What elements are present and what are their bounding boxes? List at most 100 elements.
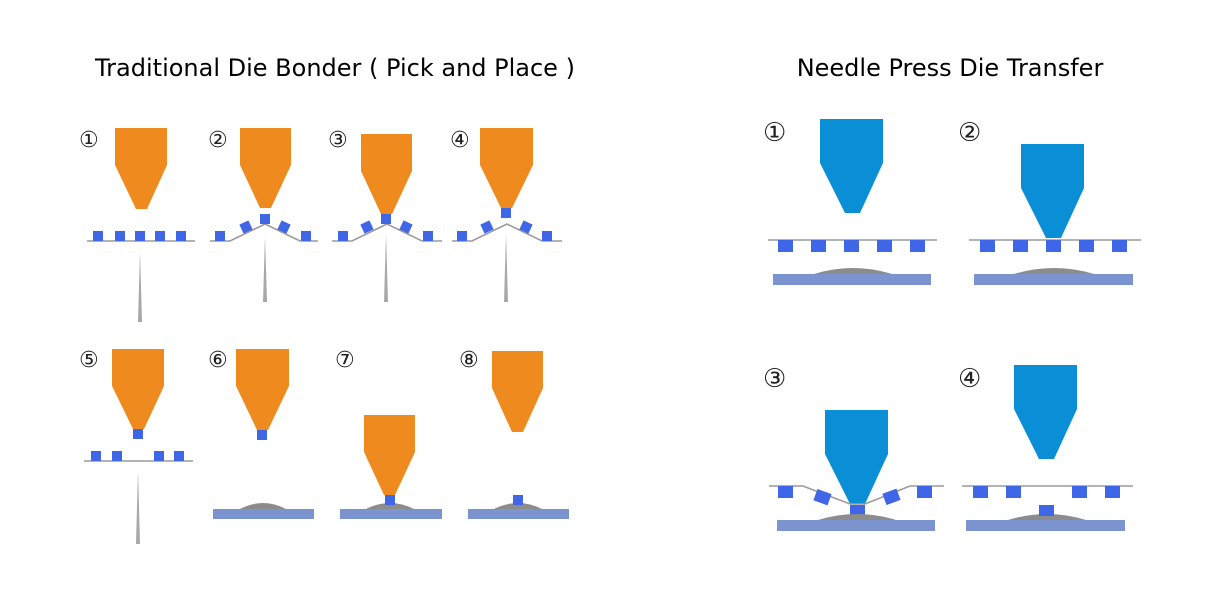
needle-press-title: Needle Press Die Transfer <box>797 54 1104 82</box>
die <box>215 231 225 241</box>
bond-nozzle <box>115 128 167 209</box>
die <box>239 220 253 234</box>
die <box>154 451 164 461</box>
needle-press-step-3: ③ <box>763 364 944 531</box>
die <box>1105 486 1120 498</box>
die <box>135 231 145 241</box>
traditional-step-4: ④ <box>450 128 562 302</box>
die <box>423 231 433 241</box>
die <box>93 231 103 241</box>
step-number-2: ② <box>208 128 228 153</box>
die <box>501 208 511 218</box>
traditional-step-3: ③ <box>328 128 442 302</box>
press-needle <box>1021 144 1084 238</box>
substrate <box>213 509 314 519</box>
die <box>1046 240 1061 252</box>
die <box>399 220 413 234</box>
step-number-1: ① <box>79 128 99 153</box>
die <box>882 488 901 506</box>
adhesive <box>1014 268 1094 274</box>
ejector-needle <box>504 234 508 302</box>
die <box>1006 486 1021 498</box>
die <box>844 240 859 252</box>
adhesive <box>1008 514 1086 520</box>
die <box>277 220 291 234</box>
die <box>381 214 391 224</box>
ejector-needle <box>384 234 388 302</box>
adhesive <box>366 503 414 509</box>
die <box>513 495 523 505</box>
die <box>257 430 267 440</box>
die <box>850 505 865 516</box>
adhesive <box>814 268 892 274</box>
die <box>1039 505 1054 516</box>
die <box>1013 240 1028 252</box>
substrate <box>340 509 442 519</box>
adhesive <box>240 503 286 509</box>
step-number-7: ⑦ <box>335 348 355 373</box>
die <box>542 231 552 241</box>
die <box>813 488 832 506</box>
traditional-step-8: ⑧ <box>459 348 569 519</box>
die <box>811 240 826 252</box>
traditional-step-6: ⑥ <box>208 348 314 519</box>
bond-nozzle <box>492 351 543 432</box>
substrate <box>777 520 935 531</box>
die <box>1112 240 1127 252</box>
bond-nozzle <box>236 349 289 430</box>
np-step-number-1: ① <box>763 118 786 148</box>
traditional-step-2: ② <box>208 128 318 302</box>
traditional-step-5: ⑤ <box>79 348 193 544</box>
die <box>980 240 995 252</box>
bond-nozzle <box>480 128 533 208</box>
press-needle <box>1014 365 1077 459</box>
traditional-step-7: ⑦ <box>335 348 442 519</box>
die <box>174 451 184 461</box>
np-step-number-3: ③ <box>763 364 786 394</box>
traditional-title: Traditional Die Bonder ( Pick and Place … <box>94 54 575 82</box>
substrate <box>974 274 1133 285</box>
step-number-6: ⑥ <box>208 348 228 373</box>
bond-nozzle <box>240 128 291 208</box>
die <box>176 231 186 241</box>
bond-nozzle <box>364 415 415 495</box>
step-number-5: ⑤ <box>79 348 99 373</box>
np-step-number-2: ② <box>958 118 981 148</box>
press-needle <box>825 410 888 504</box>
die <box>112 451 122 461</box>
adhesive <box>494 503 542 509</box>
die <box>360 220 374 234</box>
die <box>1072 486 1087 498</box>
ejector-needle <box>136 470 140 544</box>
die <box>778 240 793 252</box>
bond-nozzle <box>112 349 164 429</box>
np-step-number-4: ④ <box>958 364 981 394</box>
die <box>91 451 101 461</box>
die <box>457 231 467 241</box>
needle-press-step-4: ④ <box>958 364 1133 531</box>
needle-press-step-1: ① <box>763 118 937 285</box>
substrate <box>966 520 1125 531</box>
die <box>1079 240 1094 252</box>
die <box>778 486 793 498</box>
die <box>910 240 925 252</box>
die <box>301 231 311 241</box>
ejector-needle <box>138 252 142 322</box>
step-number-4: ④ <box>450 128 470 153</box>
bond-nozzle <box>361 134 412 214</box>
step-number-8: ⑧ <box>459 348 479 373</box>
press-needle <box>820 119 883 213</box>
die <box>133 429 143 439</box>
substrate <box>468 509 569 519</box>
die <box>917 486 932 498</box>
needle-press-step-2: ② <box>958 118 1141 285</box>
die <box>385 495 395 505</box>
die <box>338 231 348 241</box>
die <box>115 231 125 241</box>
tape <box>769 485 944 505</box>
die <box>519 220 533 234</box>
die <box>877 240 892 252</box>
step-number-3: ③ <box>328 128 348 153</box>
ejector-needle <box>263 236 267 302</box>
